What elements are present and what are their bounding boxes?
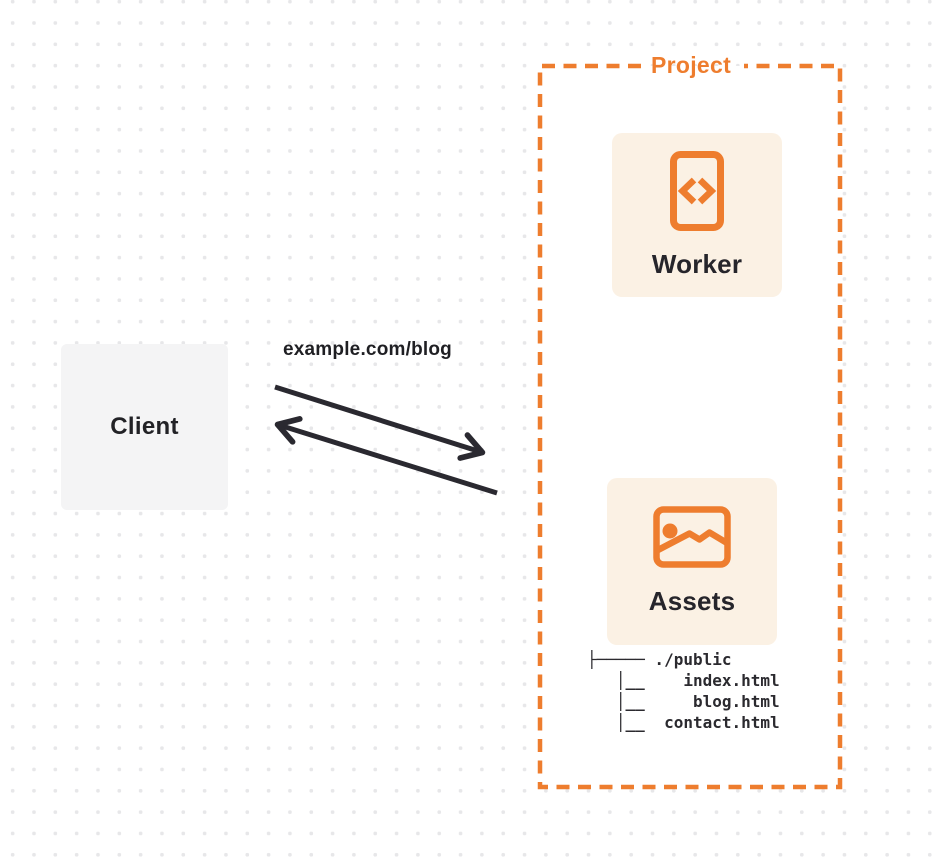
worker-label: Worker [651, 248, 743, 279]
request-arrow [274, 384, 486, 461]
response-arrow [274, 416, 498, 496]
file-tree: ├───── ./public │__ index.html │__ blog.… [587, 649, 780, 733]
worker-node: Worker [612, 133, 782, 297]
code-file-icon [670, 150, 724, 231]
assets-label: Assets [648, 586, 736, 616]
request-url-label: example.com/blog [283, 339, 452, 360]
file-tree-line: ├───── ./public [587, 650, 732, 669]
image-icon [653, 506, 731, 568]
file-tree-line: │__ blog.html [587, 692, 780, 711]
file-tree-line: │__ index.html [587, 671, 780, 690]
assets-node: Assets [607, 478, 777, 645]
client-label: Client [110, 413, 179, 440]
project-label: Project [650, 52, 732, 78]
client-node: Client [61, 344, 228, 510]
file-tree-line: │__ contact.html [587, 713, 780, 732]
